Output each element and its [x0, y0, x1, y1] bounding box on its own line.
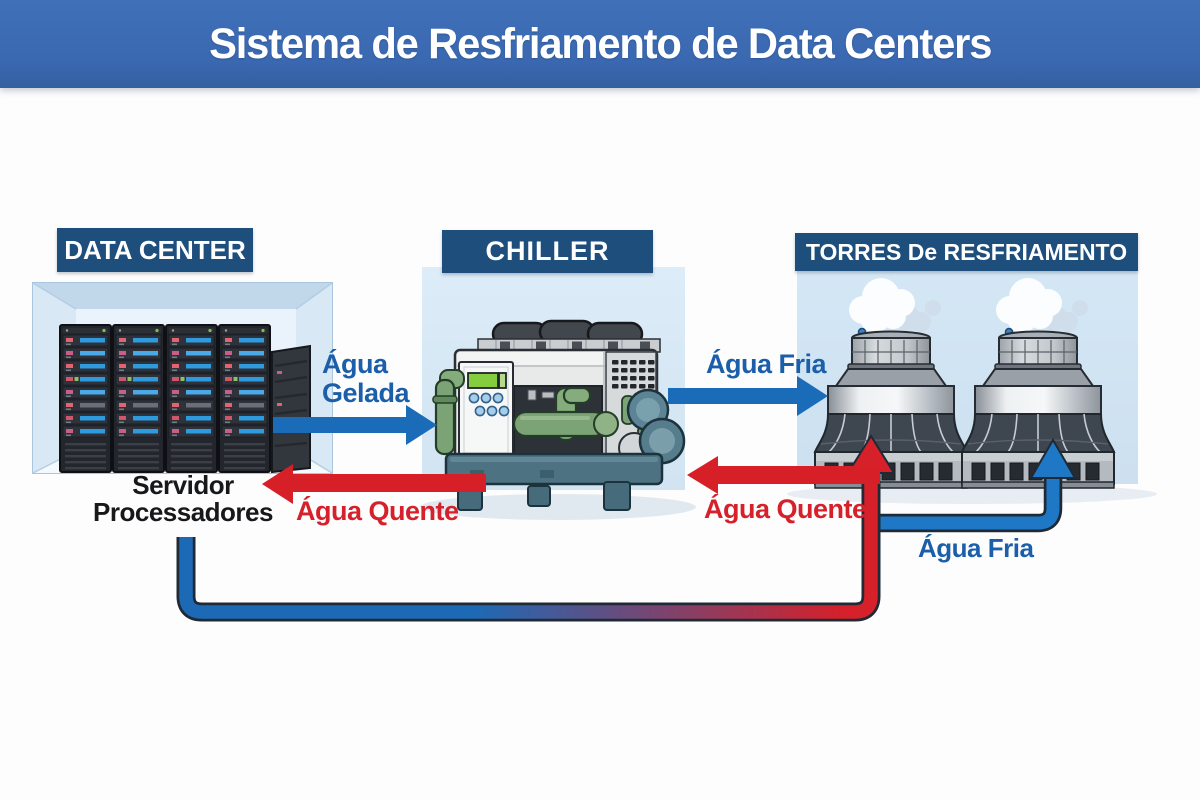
- flow-label-agua-gelada-line1: Água: [322, 349, 388, 379]
- flow-label-agua-quente-left: Água Quente: [296, 496, 459, 526]
- chiller-buttons: [468, 392, 510, 417]
- cold-water-up-arrowhead: [1029, 438, 1077, 479]
- section-label-data-center: DATA CENTER: [57, 228, 253, 272]
- server-racks-illustration: [59, 324, 271, 473]
- header-banner: Sistema de Resfriamento de Data Centers: [0, 0, 1200, 88]
- flow-label-agua-fria-top: Água Fria: [706, 349, 827, 379]
- page-title: Sistema de Resfriamento de Data Centers: [208, 19, 992, 68]
- servers-caption: Servidor Processadores: [85, 472, 281, 526]
- flow-label-agua-quente-right: Água Quente: [704, 494, 867, 524]
- flow-arrow-agua-fria-top: [668, 376, 828, 416]
- flow-arrow-agua-quente-left: [262, 464, 486, 504]
- flow-label-agua-fria-bottom: Água Fria: [918, 533, 1034, 563]
- servers-caption-line1: Servidor: [132, 470, 234, 500]
- flow-arrow-agua-gelada: [273, 405, 437, 445]
- cooling-tower-right: [961, 277, 1115, 489]
- section-label-data-center-text: DATA CENTER: [64, 234, 246, 265]
- pipe-loop-servers-to-left-tower: [176, 434, 896, 622]
- section-label-chiller: CHILLER: [442, 230, 653, 273]
- section-label-cooling-towers: TORRES De RESFRIAMENTO: [795, 233, 1138, 271]
- flow-arrow-agua-quente-right: [687, 456, 880, 494]
- chiller-illustration: [420, 319, 696, 520]
- flow-label-agua-gelada-line2: Gelada: [322, 378, 410, 408]
- section-label-cooling-towers-text: TORRES De RESFRIAMENTO: [805, 238, 1128, 265]
- server-rack-back: [271, 344, 311, 474]
- chiller-lcd-screen: [467, 372, 499, 389]
- cooling-tower-left: [814, 277, 968, 489]
- section-label-chiller-text: CHILLER: [485, 236, 610, 266]
- pipe-cold-water-to-right-tower: [868, 438, 1077, 533]
- flow-label-agua-gelada: Água Gelada: [322, 349, 410, 408]
- servers-caption-line2: Processadores: [93, 497, 273, 527]
